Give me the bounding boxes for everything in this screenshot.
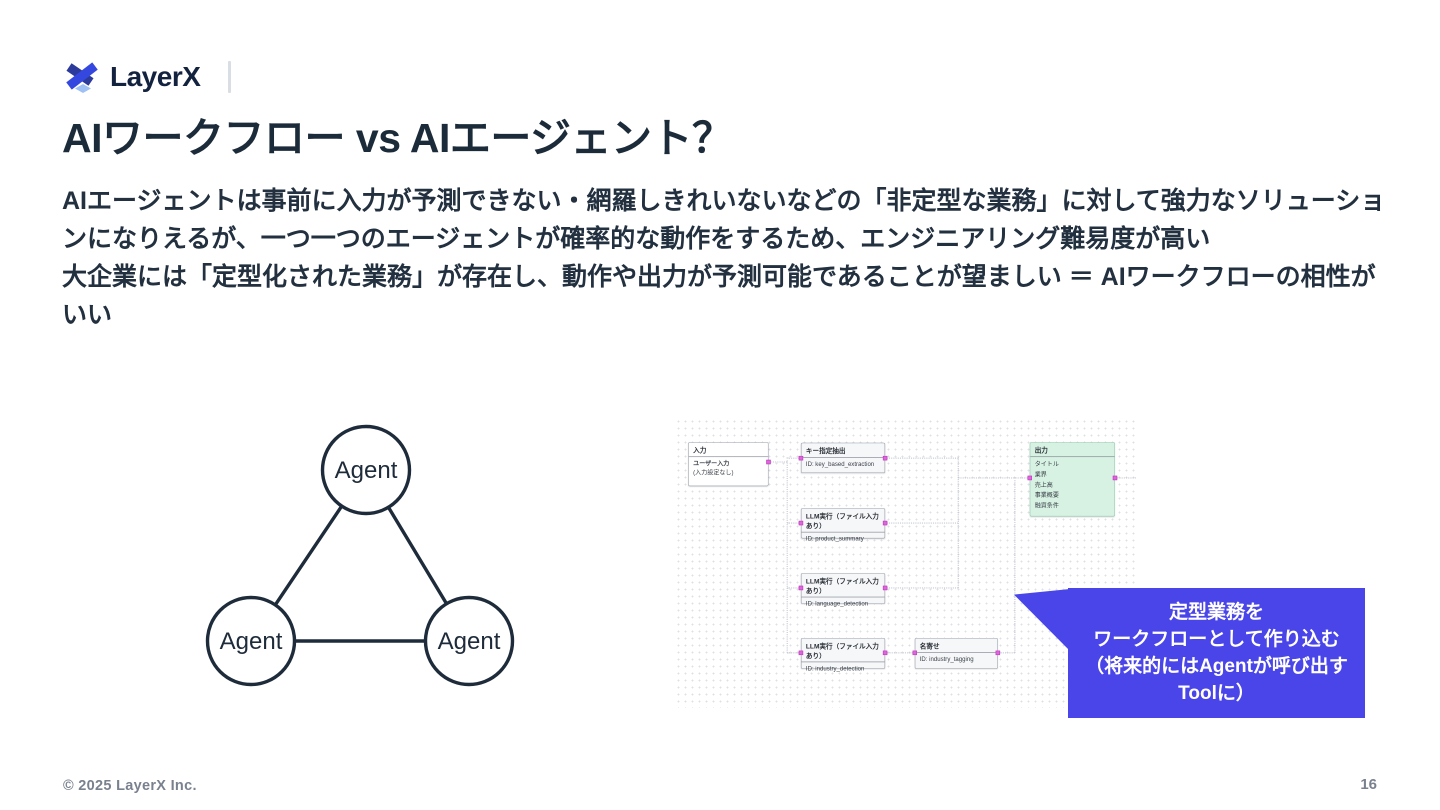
node-title: 出力 [1030, 443, 1115, 458]
node-title: LLM実行（ファイル入力あり） [801, 509, 885, 533]
copyright-text: © 2025 LayerX Inc. [63, 778, 197, 794]
connector-port [798, 650, 804, 656]
body-text: AIエージェントは事前に入力が予測できない・網羅しきれいないなどの「非定型な業務… [62, 182, 1392, 334]
callout-line: Toolに） [1178, 683, 1255, 704]
node-line: ID: key_based_extraction [805, 460, 875, 468]
connector-line [885, 652, 915, 654]
node-line: タイトル [1034, 460, 1059, 468]
page-number: 16 [1360, 776, 1377, 793]
connector-port [766, 459, 771, 465]
connector-port [798, 455, 804, 461]
connector-port [1027, 475, 1032, 481]
node-line: ユーザー入力 [693, 460, 730, 467]
node-line: ID: language_detection [805, 600, 869, 608]
connector-line [958, 477, 1030, 479]
connector-port [995, 650, 1001, 656]
workflow-node-language-detection: LLM実行（ファイル入力あり） ID: language_detection [800, 573, 886, 607]
node-line: ID: industry_detection [805, 665, 865, 673]
node-line: 売上高 [1034, 481, 1053, 489]
connector-port [1112, 475, 1118, 481]
workflow-node-nayose: 名寄せ ID: industry_tagging [914, 638, 998, 669]
connector-line [957, 457, 959, 588]
connector-line [786, 457, 788, 653]
callout-box: 定型業務を ワークフローとして作り込む （将来的にはAgentが呼び出す Too… [1068, 588, 1365, 718]
workflow-node-product-summary: LLM実行（ファイル入力あり） ID: product_summary [800, 508, 886, 542]
node-line: 事業概要 [1034, 492, 1059, 499]
node-line: ID: industry_tagging [919, 656, 974, 663]
connector-port [912, 650, 917, 656]
brand-separator [228, 61, 232, 93]
agent-label-top: Agent [335, 457, 398, 484]
connector-port [882, 585, 888, 591]
layerx-wordmark: LayerX [110, 61, 201, 92]
node-line: 業界 [1034, 471, 1047, 478]
connector-line [768, 461, 788, 463]
workflow-node-input: 入力 ユーザー入力 (入力設定なし) [688, 442, 769, 487]
callout-line: （将来的にはAgentが呼び出す [1085, 656, 1348, 677]
connector-line [885, 522, 959, 524]
agent-triangle-diagram: Agent Agent Agent [205, 424, 515, 687]
callout-line: ワークフローとして作り込む [1093, 629, 1340, 650]
connector-line [1014, 477, 1016, 653]
body-paragraph-1: AIエージェントは事前に入力が予測できない・網羅しきれいないなどの「非定型な業務… [62, 187, 1386, 253]
node-title: 名寄せ [915, 639, 998, 653]
workflow-node-industry-detection: LLM実行（ファイル入力あり） ID: industry_detection [800, 638, 886, 672]
connector-line [885, 457, 959, 459]
node-title: LLM実行（ファイル入力あり） [801, 574, 885, 598]
agent-node-left [205, 595, 297, 687]
agent-node-top [320, 424, 412, 516]
connector-line [787, 522, 801, 524]
node-line: (入力設定なし) [693, 469, 734, 477]
agent-label-left: Agent [220, 628, 283, 655]
connector-line [787, 587, 801, 589]
connector-port [882, 520, 888, 526]
agent-label-right: Agent [438, 628, 501, 655]
connector-port [882, 650, 888, 656]
layerx-logo-icon [66, 62, 98, 93]
node-title: LLM実行（ファイル入力あり） [801, 639, 885, 663]
agent-node-right [423, 595, 515, 687]
connector-line [787, 457, 801, 459]
workflow-node-output: 出力 タイトル 業界 売上高 事業概要 融資条件 [1029, 442, 1115, 517]
page-title: AIワークフロー vs AIエージェント？ [62, 115, 733, 161]
callout-line: 定型業務を [1168, 602, 1264, 623]
node-line: ID: product_summary [805, 535, 864, 543]
connector-port [882, 455, 888, 461]
connector-port [798, 585, 804, 591]
connector-line [1115, 477, 1136, 479]
node-title: 入力 [688, 443, 768, 458]
workflow-diagram: 入力 ユーザー入力 (入力設定なし) キー指定抽出 ID: key_based_… [675, 418, 1137, 708]
node-line: 融資条件 [1034, 502, 1059, 510]
connector-port [798, 520, 804, 526]
connector-line [997, 652, 1015, 654]
node-title: キー指定抽出 [801, 443, 885, 458]
body-paragraph-2: 大企業には「定型化された業務」が存在し、動作や出力が予測可能であることが望ましい… [62, 263, 1376, 329]
connector-line [787, 652, 801, 654]
workflow-node-key-extraction: キー指定抽出 ID: key_based_extraction [800, 442, 886, 473]
brand-header: LayerX [62, 56, 232, 98]
connector-line [885, 587, 959, 589]
